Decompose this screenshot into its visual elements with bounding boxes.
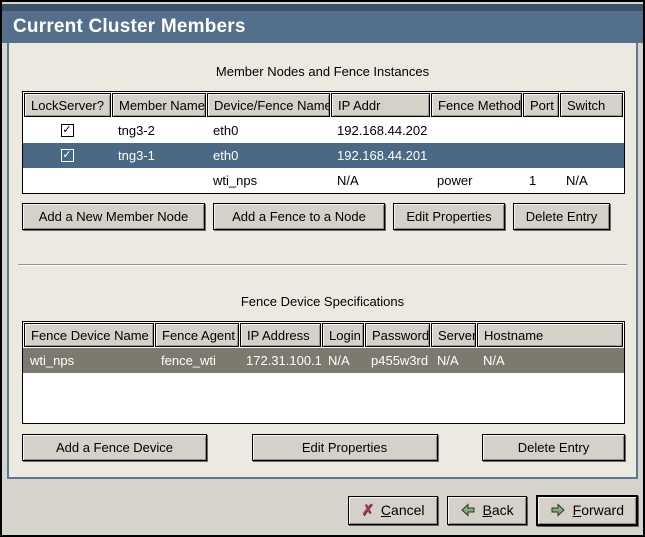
fence-devices-table: Fence Device Name Fence Agent IP Address…: [22, 321, 625, 424]
members-table-header: LockServer? Member Name Device/Fence Nam…: [23, 92, 624, 118]
device-fence-name-cell: eth0: [213, 123, 239, 138]
port-cell: [522, 143, 559, 168]
ip-addr-cell: N/A: [337, 173, 359, 188]
switch-cell: [559, 143, 624, 168]
member-name-cell: tng3-1: [118, 148, 155, 163]
fence-button-row: Add a Fence Device Edit Properties Delet…: [22, 434, 625, 461]
column-header-lockserver[interactable]: LockServer?: [24, 93, 111, 117]
ip-addr-cell: 192.168.44.201: [337, 148, 428, 163]
lockserver-cell: ✓: [23, 143, 111, 168]
header-top-strip: [2, 4, 643, 11]
column-header-login[interactable]: Login: [322, 323, 364, 347]
lockserver-cell: [23, 168, 111, 193]
members-section-title: Member Nodes and Fence Instances: [215, 64, 430, 79]
fence-table-empty-area: [23, 373, 624, 423]
members-button-row: Add a New Member Node Add a Fence to a N…: [22, 203, 625, 230]
cancel-x-icon: ✗: [361, 501, 374, 519]
fence-method-cell: [430, 118, 522, 143]
edit-fence-properties-button[interactable]: Edit Properties: [251, 434, 438, 461]
column-header-ip-address[interactable]: IP Address: [240, 323, 321, 347]
column-header-password[interactable]: Password: [365, 323, 430, 347]
column-header-server[interactable]: Server: [431, 323, 476, 347]
members-table: LockServer? Member Name Device/Fence Nam…: [22, 91, 625, 194]
content-panel: Member Nodes and Fence Instances LockSer…: [7, 43, 638, 479]
fence-device-name-cell: wti_nps: [30, 353, 75, 368]
add-fence-to-node-button[interactable]: Add a Fence to a Node: [213, 203, 385, 230]
add-member-node-button[interactable]: Add a New Member Node: [22, 203, 205, 230]
page-title: Current Cluster Members: [13, 16, 246, 37]
device-fence-name-cell: wti_nps: [213, 173, 258, 188]
member-name-cell: [111, 168, 206, 193]
member-name-cell: tng3-2: [118, 123, 155, 138]
column-header-member-name[interactable]: Member Name: [112, 93, 206, 117]
forward-label: Forward: [572, 502, 624, 518]
delete-member-entry-button[interactable]: Delete Entry: [513, 203, 610, 230]
lockserver-checkbox[interactable]: ✓: [60, 124, 74, 137]
back-button[interactable]: Back: [446, 495, 527, 525]
forward-button[interactable]: Forward: [535, 494, 638, 526]
lockserver-checkbox[interactable]: ✓: [60, 149, 74, 162]
lockserver-cell: ✓: [23, 118, 111, 143]
fence-method-cell: [430, 143, 522, 168]
column-header-device-fence-name[interactable]: Device/Fence Name: [207, 93, 330, 117]
column-header-hostname[interactable]: Hostname: [477, 323, 623, 347]
port-cell: [522, 118, 559, 143]
login-cell: N/A: [328, 353, 350, 368]
fence-section-title: Fence Device Specifications: [240, 294, 405, 309]
forward-arrow-icon: [551, 503, 565, 517]
column-header-port[interactable]: Port: [523, 93, 559, 117]
switch-cell: [559, 118, 624, 143]
table-row-wti-nps-device-selected[interactable]: wti_nps fence_wti 172.31.100.1 N/A p455w…: [23, 348, 624, 373]
back-label: Back: [482, 502, 514, 518]
port-cell: 1: [529, 173, 537, 188]
hostname-cell: N/A: [483, 353, 505, 368]
switch-cell: N/A: [566, 173, 588, 188]
fence-method-cell: power: [437, 173, 473, 188]
header-banner: Current Cluster Members: [2, 11, 643, 43]
ip-address-cell: 172.31.100.1: [246, 353, 321, 368]
section-separator: [18, 264, 627, 266]
fence-table-header: Fence Device Name Fence Agent IP Address…: [23, 322, 624, 348]
column-header-switch[interactable]: Switch: [560, 93, 623, 117]
column-header-fence-device-name[interactable]: Fence Device Name: [24, 323, 154, 347]
add-fence-device-button[interactable]: Add a Fence Device: [22, 434, 207, 461]
password-cell: p455w3rd: [371, 353, 429, 368]
column-header-ip-addr[interactable]: IP Addr: [331, 93, 430, 117]
window-frame-edge: [2, 2, 643, 4]
table-row-tng3-2[interactable]: ✓ tng3-2 eth0 192.168.44.202: [23, 118, 624, 143]
navigation-bar: ✗ Cancel Back Forward: [2, 479, 643, 535]
device-fence-name-cell: eth0: [213, 148, 239, 163]
column-header-fence-method[interactable]: Fence Method: [431, 93, 522, 117]
server-cell: N/A: [437, 353, 459, 368]
edit-member-properties-button[interactable]: Edit Properties: [393, 203, 505, 230]
fence-agent-cell: fence_wti: [161, 353, 216, 368]
cancel-label: Cancel: [380, 502, 425, 518]
cancel-button[interactable]: ✗ Cancel: [348, 495, 438, 525]
back-arrow-icon: [460, 503, 474, 517]
table-row-tng3-1-selected[interactable]: ✓ tng3-1 eth0 192.168.44.201: [23, 143, 624, 168]
delete-fence-entry-button[interactable]: Delete Entry: [482, 434, 625, 461]
ip-addr-cell: 192.168.44.202: [337, 123, 428, 138]
table-row-wti-nps-instance[interactable]: wti_nps N/A power 1 N/A: [23, 168, 624, 193]
column-header-fence-agent[interactable]: Fence Agent: [155, 323, 239, 347]
